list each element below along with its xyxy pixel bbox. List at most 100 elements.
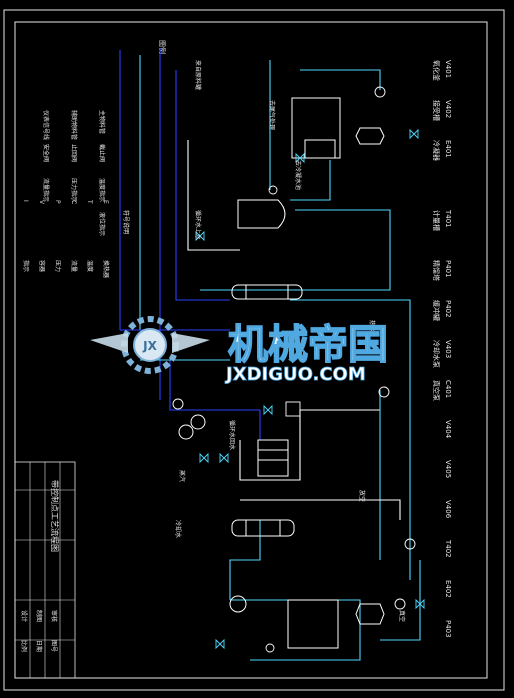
callout-text: 蒸汽 [178,470,186,482]
equipment-tag: E402 [444,580,452,598]
legend-item: 主物料管 [98,110,106,134]
valve [415,598,425,610]
equipment-tag: T402 [444,539,452,558]
symbol-meaning: 压力 [54,260,62,272]
callout-text: 冷却水 [174,520,182,538]
equipment-tag: T401 [444,209,452,228]
legend-block: 图例主物料管辅助物料管仪表信号线截止阀止回阀安全阀温度指示压力指示流量指示液位指… [22,40,167,278]
pipe-main-3 [187,140,240,251]
symbol-letter: I [22,200,29,202]
legend-item: 截止阀 [98,144,106,162]
equipment-name: 计量槽 [432,210,441,231]
equipment-tag: E401 [444,140,452,158]
equipment-tag: C401 [444,380,452,398]
title-block-text: 带控制点工艺流程图设计制图审核比例日期图号 [20,480,60,652]
callout-text: 去尾气处理 [268,100,276,130]
instrument-bubble [404,538,416,550]
legend-item: 压力指示 [70,178,78,202]
equipment [178,97,385,649]
legend-title: 图例 [158,40,167,54]
equipment-tag: V402 [444,100,452,118]
title-block-field: 制图 [35,610,43,622]
pipe-v401-out [290,160,331,201]
e403-cooler [355,127,385,145]
pipe-column [229,520,261,600]
valve [195,230,205,242]
equipment-tag: P403 [444,620,452,638]
title-block-field: 图号 [50,640,57,652]
equipment-name: 接受槽 [432,100,441,121]
instrument-bubble [378,386,390,398]
callout-text: 热水 [368,320,376,332]
symbol-meaning: 流量 [70,260,78,272]
legend-item: 止回阀 [70,144,78,162]
svg-text:JX: JX [142,339,157,353]
watermark-cn: 机械帝国 [228,322,388,368]
equipment-name: 冷凝器 [432,140,441,161]
outer-frame [3,9,505,691]
equipment-tag: V404 [444,420,452,439]
instrument-bubble [374,86,386,98]
symbol-meaning: 指示 [22,260,30,272]
symbol-meaning: 温度 [86,260,94,272]
title-block [14,461,76,679]
equipment-tag: V403 [444,340,452,358]
equipment-tag: V405 [444,460,452,478]
equipment-name: 冷却水泵 [432,340,441,368]
pipe-bottom [230,599,361,661]
pipe-column-out [240,499,401,520]
equipment-name: 氧化釜 [432,60,441,81]
instrument-bubble [265,643,275,653]
symbol-letter: T [86,199,93,204]
instrument-bubble [268,185,278,195]
callout-text: 循环水上水 [194,210,202,240]
title-block-field: 审核 [50,610,58,622]
instrument-bubble [172,398,184,410]
valve [219,452,229,464]
c401-column [231,519,295,537]
pipe-e402 [239,409,380,481]
p402-pump [190,414,206,430]
callout-text: 循环水回水 [228,420,236,450]
gear-logo-icon: JX [90,316,210,374]
symbol-letter: P [54,200,61,204]
legend-item: 仪表信号线 [42,110,50,140]
pipe-top-right [300,69,381,90]
instrument-bubble [394,598,406,610]
title-block-field: 日期 [35,640,43,652]
equipment-tag: V401 [444,60,452,78]
pipe-bottom-right [380,560,421,641]
symbol-meaning: 容器 [38,260,46,272]
e401-condenser [231,284,303,300]
equipment-name: 真空泵 [432,380,441,401]
instruments [172,86,416,653]
watermark-en: JXDIGUO.COM [224,364,366,385]
legend-item: 辅助物料管 [70,110,78,140]
valve [263,404,273,416]
valve [199,452,209,464]
legend-item: 液位指示 [98,212,106,236]
symbol-letter: E [102,200,109,204]
symbol-meaning: 换热器 [102,260,110,278]
v401-reactor-base [304,139,336,159]
instrument-box [285,401,301,417]
pipe-main-2 [175,70,230,301]
pipe-condenser [200,209,391,291]
watermark: JX 机械帝国 JXDIGUO.COM [90,316,389,385]
symbol-title: 符号说明 [122,210,130,234]
valve [215,638,225,650]
valve [295,152,305,164]
v401-reactor [291,97,341,159]
equipment-label-column: V401氧化釜V402接受槽E401冷凝器T401计量槽P401精馏塔P402缓… [432,60,452,638]
symbol-letter: C [70,200,77,204]
valves [195,128,425,650]
pipe-condenser-2 [290,299,411,580]
v406-tank [287,599,339,649]
piping [119,48,421,661]
callout-text: 来自原料罐 [194,60,202,90]
equipment-name: 精馏塔 [432,260,441,281]
equipment-name: 缓冲罐 [432,300,441,321]
equipment-tag: P401 [444,260,452,278]
